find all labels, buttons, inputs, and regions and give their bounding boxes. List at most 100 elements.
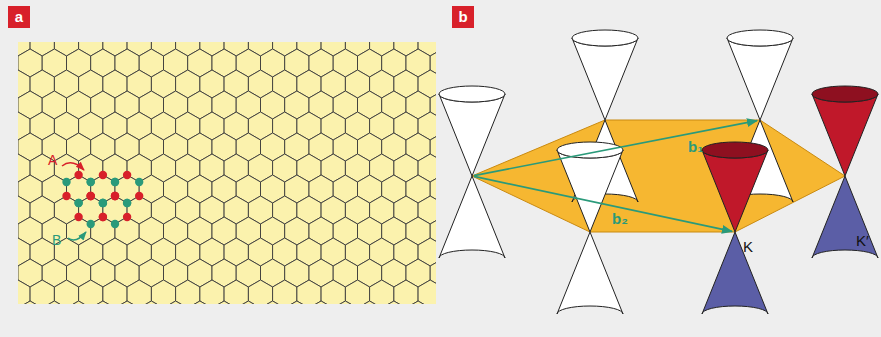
hexagon-cell (164, 301, 188, 304)
lattice-atom (74, 199, 82, 207)
cone-rim (812, 86, 878, 102)
hexagon-cell (248, 280, 272, 304)
hexagon-cell (18, 301, 19, 304)
hexagon-cell (321, 280, 345, 304)
hexagon-cell (91, 301, 115, 304)
vector-label: b₁ (688, 138, 703, 155)
hexagon-cell (54, 280, 78, 304)
hexagon-cell (297, 280, 321, 304)
hexagon-cell (151, 280, 175, 304)
hexagon-cell (236, 301, 260, 304)
hexagon-cell (67, 301, 91, 304)
sublattice-label: B (52, 232, 61, 248)
lattice-atom (135, 178, 143, 186)
reciprocal-vector (474, 176, 732, 231)
point-label: K (743, 238, 753, 255)
lattice-atom (111, 192, 119, 200)
lattice-atom (87, 178, 95, 186)
hexagon-cell (418, 280, 436, 304)
vector-label: b₂ (612, 210, 628, 227)
lattice-atom (87, 192, 95, 200)
sublattice-dots (62, 171, 143, 228)
hexagon-cell (273, 280, 297, 304)
dirac-cone (727, 38, 793, 120)
hexagon-cell (261, 301, 285, 304)
dirac-cone (572, 38, 638, 120)
hexagon-cell (79, 280, 103, 304)
hexagon-cell (224, 280, 248, 304)
hexagon-cell (358, 301, 382, 304)
lattice-atom (74, 171, 82, 179)
hexagon-cell (394, 280, 418, 304)
lattice-atom (62, 192, 70, 200)
dirac-cone (702, 150, 768, 232)
hexagon-cell (406, 301, 430, 304)
reciprocal-vector (474, 121, 757, 176)
lattice-atom (62, 178, 70, 186)
cone-rim (557, 142, 623, 158)
lattice-atom (99, 213, 107, 221)
lattice-atom (87, 192, 95, 200)
hexagon-cell (285, 301, 309, 304)
hexagon-cell (42, 301, 66, 304)
hexagon-cell (30, 280, 54, 304)
lattice-atom (111, 192, 119, 200)
hexagon-cell (18, 280, 30, 304)
lattice-atom (123, 199, 131, 207)
lattice-atom (99, 199, 107, 207)
dirac-cone (557, 232, 623, 314)
dirac-cone (439, 94, 505, 176)
dirac-cone (812, 176, 878, 258)
lattice-atom (123, 171, 131, 179)
hexagon-cell (333, 301, 357, 304)
lattice-atom (111, 220, 119, 228)
lattice-atom (111, 178, 119, 186)
hexagon-cell (370, 280, 394, 304)
zone-hexagon (472, 120, 845, 232)
dirac-cone (702, 232, 768, 314)
cone-rim (702, 142, 768, 158)
hexagon-cell (430, 301, 436, 304)
cone-rim (439, 86, 505, 102)
lattice-atom (99, 199, 107, 207)
lattice-atom (87, 220, 95, 228)
hexagon-cell (127, 280, 151, 304)
cone-rim (572, 30, 638, 46)
hexagon-cell (139, 301, 163, 304)
point-label: K′ (856, 232, 869, 249)
sublattice-label: A (48, 152, 57, 168)
panel-letter: b (452, 6, 474, 28)
lattice-atom (111, 192, 119, 200)
lattice-atom (99, 213, 107, 221)
lattice-atom (135, 192, 143, 200)
honeycomb-lattice (18, 42, 436, 304)
hexagon-cell (188, 301, 212, 304)
lattice-atom (87, 178, 95, 186)
hexagon-cell (382, 301, 406, 304)
pointer-arrow (68, 232, 86, 240)
hexagon-cell (176, 280, 200, 304)
lattice-atom (87, 192, 95, 200)
lattice-atom (123, 199, 131, 207)
lattice-atom (123, 213, 131, 221)
hexagon-cell (115, 301, 139, 304)
dirac-cone (439, 176, 505, 258)
hexagon-cell (212, 301, 236, 304)
cone-rim (727, 30, 793, 46)
hexagon-cell (345, 280, 369, 304)
hexagon-cell (18, 301, 42, 304)
dirac-cone (812, 94, 878, 176)
lattice-atom (99, 171, 107, 179)
panel-letter: a (8, 6, 30, 28)
lattice-atom (74, 213, 82, 221)
pointer-arrow (62, 163, 84, 170)
hexagon-cell (103, 280, 127, 304)
lattice-atom (74, 199, 82, 207)
hexagon-cell (309, 301, 333, 304)
hexagon-cell (200, 280, 224, 304)
lattice-atom (99, 199, 107, 207)
lattice-atom (111, 178, 119, 186)
brillouin-zone (439, 30, 878, 314)
